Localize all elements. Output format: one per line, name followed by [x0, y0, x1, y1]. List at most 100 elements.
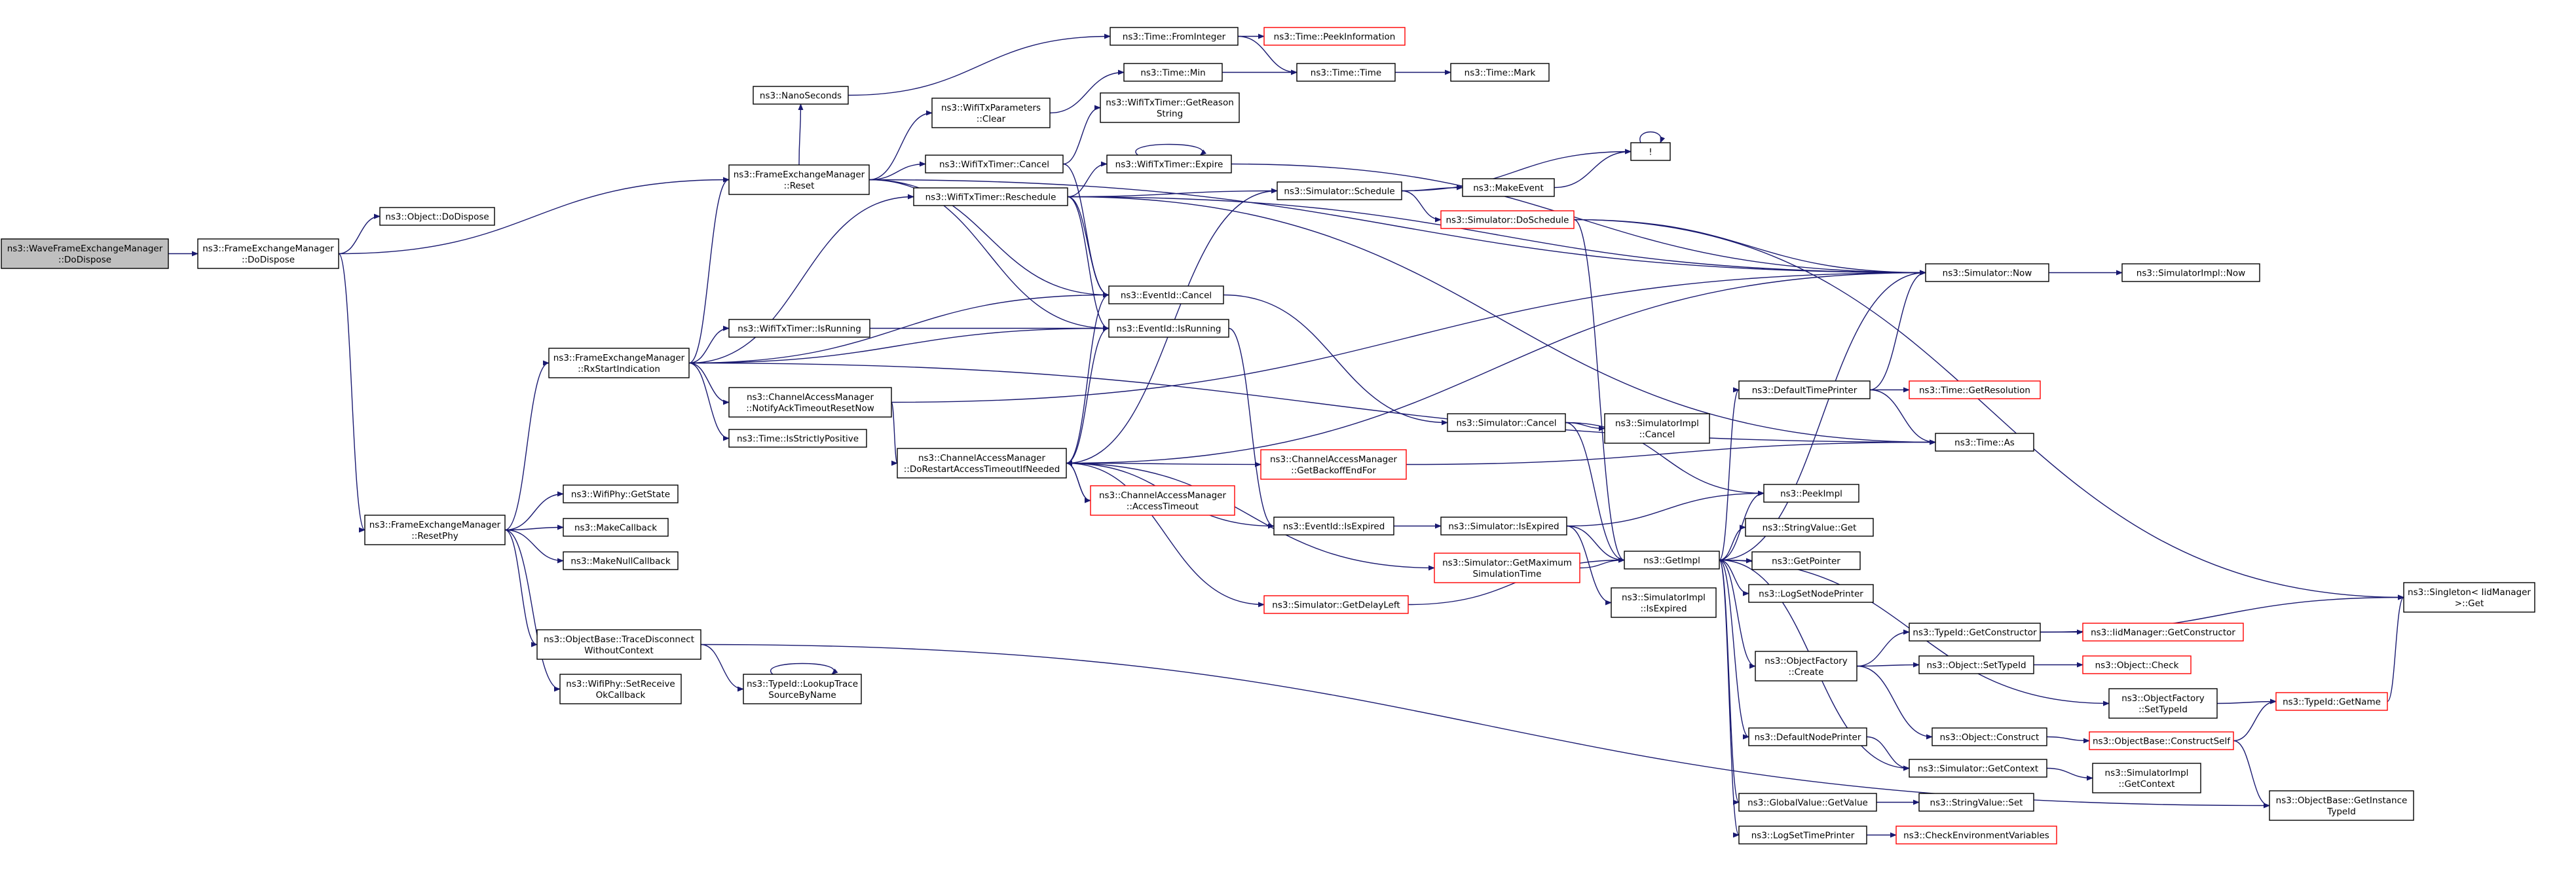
node-cam-notify[interactable]: ns3::ChannelAccessManager::NotifyAckTime… [728, 387, 892, 418]
edge-cam_accesstimeout-to-cam_dorestart [1066, 460, 1091, 501]
node-getimpl[interactable]: ns3::GetImpl [1624, 551, 1720, 570]
node-peekimpl[interactable]: ns3::PeekImpl [1763, 484, 1859, 503]
node-time-mark[interactable]: ns3::Time::Mark [1450, 63, 1550, 82]
node-sim-getcontext[interactable]: ns3::Simulator::GetContext [1909, 759, 2047, 778]
node-sim-getdelayleft[interactable]: ns3::Simulator::GetDelayLeft [1263, 595, 1409, 614]
node-typeid-getname[interactable]: ns3::TypeId::GetName [2275, 692, 2388, 711]
node-singleton[interactable]: ns3::Singleton< IidManager>::Get [2403, 582, 2535, 613]
node-cam-getbackoff[interactable]: ns3::ChannelAccessManager::GetBackoffEnd… [1260, 449, 1407, 480]
node-objfactory-create[interactable]: ns3::ObjectFactory::Create [1755, 651, 1857, 681]
node-simimpl-now[interactable]: ns3::SimulatorImpl::Now [2121, 263, 2260, 282]
node-iidmanager-getconstructor[interactable]: ns3::IidManager::GetConstructor [2082, 623, 2244, 642]
node-objbase-constructself[interactable]: ns3::ObjectBase::ConstructSelf [2089, 731, 2234, 750]
node-logsettimeprinter[interactable]: ns3::LogSetTimePrinter [1738, 826, 1867, 845]
node-getpointer[interactable]: ns3::GetPointer [1751, 551, 1861, 570]
node-sim-isexpired[interactable]: ns3::Simulator::IsExpired [1440, 517, 1567, 536]
node-defaultnodeprinter[interactable]: ns3::DefaultNodePrinter [1748, 727, 1867, 746]
node-box [1106, 154, 1232, 173]
node-cam-accesstimeout[interactable]: ns3::ChannelAccessManager::AccessTimeout [1090, 485, 1235, 516]
node-simimpl-getcontext[interactable]: ns3::SimulatorImpl::GetContext [2092, 763, 2201, 793]
node-root[interactable]: ns3::WaveFrameExchangeManager::DoDispose [1, 238, 169, 269]
node-checkenv[interactable]: ns3::CheckEnvironmentVariables [1895, 826, 2057, 845]
edge-object_construct-to-objbase_constructself [2046, 736, 2090, 744]
node-time-min[interactable]: ns3::Time::Min [1123, 63, 1223, 82]
node-nanoseconds[interactable]: ns3::NanoSeconds [753, 86, 849, 105]
node-fem-rxstart[interactable]: ns3::FrameExchangeManager::RxStartIndica… [548, 348, 690, 378]
node-makeevent[interactable]: ns3::MakeEvent [1462, 178, 1555, 197]
node-makecallback[interactable]: ns3::MakeCallback [563, 518, 669, 537]
node-box [2275, 692, 2388, 711]
node-wtt-expire[interactable]: ns3::WifiTxTimer::Expire [1106, 154, 1232, 173]
edge-fem_dodispose-to-fem_reset [338, 177, 730, 255]
node-fem-reset[interactable]: ns3::FrameExchangeManager::Reset [728, 164, 870, 195]
node-stringvalue-set[interactable]: ns3::StringValue::Set [1918, 793, 2034, 812]
node-sim-schedule[interactable]: ns3::Simulator::Schedule [1277, 181, 1402, 200]
node-typeid-getconstructor[interactable]: ns3::TypeId::GetConstructor [1909, 623, 2041, 642]
node-label: ns3::ChannelAccessManager [1270, 454, 1398, 465]
node-wtt-cancel[interactable]: ns3::WifiTxTimer::Cancel [925, 154, 1064, 173]
node-logsetnodeprinter[interactable]: ns3::LogSetNodePrinter [1748, 584, 1874, 603]
node-simimpl-isexpired[interactable]: ns3::SimulatorImpl::IsExpired [1611, 587, 1717, 618]
node-objbase-tracedisconnect[interactable]: ns3::ObjectBase::TraceDisconnectWithoutC… [536, 629, 701, 660]
node-time-peekinformation[interactable]: ns3::Time::PeekInformation [1263, 27, 1406, 46]
node-object-construct[interactable]: ns3::Object::Construct [1932, 727, 2047, 746]
node-label: ns3::Simulator::DoSchedule [1446, 215, 1569, 226]
node-box [1738, 826, 1867, 845]
node-time-time[interactable]: ns3::Time::Time [1296, 63, 1396, 82]
node-label: ns3::EventId::Cancel [1121, 291, 1212, 301]
node-globalvalue-getvalue[interactable]: ns3::GlobalValue::GetValue [1738, 793, 1877, 812]
node-wtt-isrunning[interactable]: ns3::WifiTxTimer::IsRunning [728, 319, 870, 338]
node-eventid-isrunning[interactable]: ns3::EventId::IsRunning [1108, 319, 1229, 338]
node-box [2082, 655, 2192, 674]
node-time-as[interactable]: ns3::Time::As [1935, 433, 2034, 452]
node-box [1090, 485, 1235, 516]
node-time-getresolution[interactable]: ns3::Time::GetResolution [1909, 380, 2041, 399]
node-label: ns3::LogSetNodePrinter [1759, 589, 1863, 600]
node-sim-cancel[interactable]: ns3::Simulator::Cancel [1447, 413, 1566, 432]
node-objfactory-settypeid[interactable]: ns3::ObjectFactory::SetTypeId [2108, 688, 2218, 719]
node-box [1123, 63, 1223, 82]
node-label: ns3::FrameExchangeManager [734, 170, 865, 180]
node-wtp-clear[interactable]: ns3::WifiTxParameters::Clear [931, 98, 1051, 128]
node-object-settypeid[interactable]: ns3::Object::SetTypeId [1918, 655, 2034, 674]
node-wifiphy-getstate[interactable]: ns3::WifiPhy::GetState [563, 484, 679, 503]
node-object-check[interactable]: ns3::Object::Check [2082, 655, 2192, 674]
node-makenullcallback[interactable]: ns3::MakeNullCallback [563, 551, 679, 570]
node-object-dodispose[interactable]: ns3::Object::DoDispose [379, 207, 495, 226]
node-bang[interactable]: ! [1630, 142, 1671, 161]
node-fem-dodispose[interactable]: ns3::FrameExchangeManager::DoDispose [197, 238, 339, 269]
edge-fem_rxstart-to-time_isstrictlypositive [688, 362, 730, 441]
node-label: ns3::ObjectBase::GetInstance [2276, 795, 2408, 806]
edge-fem_rxstart-to-cam_notify [688, 362, 730, 405]
node-label: ns3::ObjectFactory [2121, 693, 2205, 704]
edge-wtt_cancel-to-wtt_getreason [1062, 105, 1101, 165]
node-wtt-reschedule[interactable]: ns3::WifiTxTimer::Reschedule [913, 187, 1068, 206]
edge-objfactory_create-to-typeid_getconstructor [1856, 629, 1910, 667]
node-stringvalue-get[interactable]: ns3::StringValue::Get [1745, 518, 1874, 537]
node-eventid-isexpired[interactable]: ns3::EventId::IsExpired [1273, 517, 1394, 536]
node-time-isstrictlypositive[interactable]: ns3::Time::IsStrictlyPositive [728, 429, 867, 448]
edge-objbase_tracedisconnect-to-objbase_getinstance [700, 644, 2270, 808]
edge-fem_resetphy-to-makenullcallback [504, 529, 564, 564]
node-box [1745, 518, 1874, 537]
edge-cam_dorestart-to-sim_now [1066, 270, 1926, 464]
edge-sim_doschedule-to-singleton [1573, 219, 2404, 600]
node-label: ns3::Time::As [1954, 438, 2015, 448]
node-sim-doschedule[interactable]: ns3::Simulator::DoSchedule [1440, 210, 1575, 229]
node-box [1932, 727, 2047, 746]
node-label: ::IsExpired [1640, 604, 1687, 614]
edge-wtt_cancel-to-eventid_cancel [1062, 163, 1110, 298]
node-defaulttimeprinter[interactable]: ns3::DefaultTimePrinter [1738, 380, 1871, 399]
node-sim-now[interactable]: ns3::Simulator::Now [1925, 263, 2049, 282]
node-cam-dorestart[interactable]: ns3::ChannelAccessManager::DoRestartAcce… [897, 448, 1067, 479]
edge-fem_reset-to-wtt_cancel [868, 161, 926, 181]
node-simimpl-cancel[interactable]: ns3::SimulatorImpl::Cancel [1604, 413, 1710, 444]
node-fem-resetphy[interactable]: ns3::FrameExchangeManager::ResetPhy [364, 515, 506, 545]
node-time-frominteger[interactable]: ns3::Time::FromInteger [1110, 27, 1239, 46]
node-eventid-cancel[interactable]: ns3::EventId::Cancel [1108, 285, 1224, 304]
